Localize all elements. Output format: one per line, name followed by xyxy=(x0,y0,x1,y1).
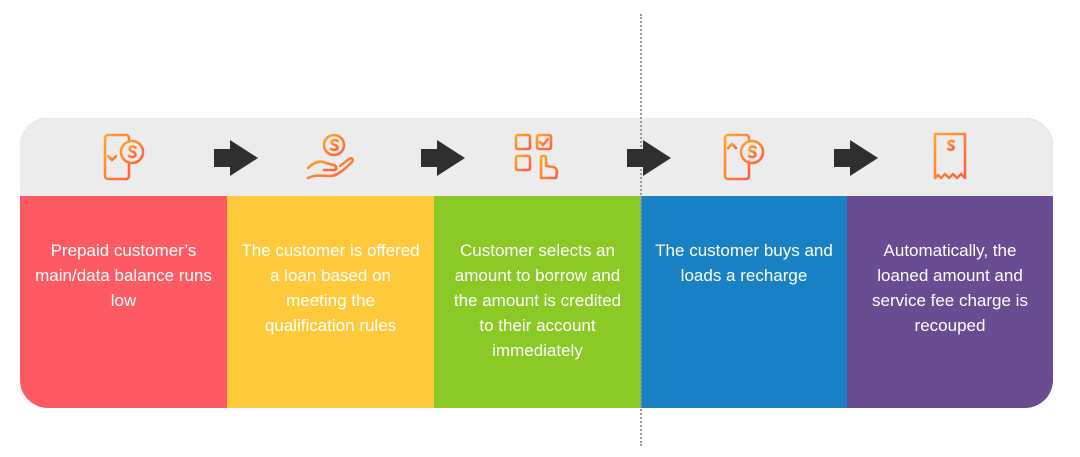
arrow-3-icon xyxy=(643,140,671,176)
step-2-text: The customer is offered a loan based on … xyxy=(241,241,420,335)
step-4-text: The customer buys and loads a recharge xyxy=(655,241,833,285)
select-grid-icon xyxy=(514,133,558,180)
phone-dollar-up-icon xyxy=(723,133,765,181)
arrow-4-icon xyxy=(850,140,878,176)
step-1-text: Prepaid customer’s main/data balance run… xyxy=(35,241,212,310)
arrow-2-shaft xyxy=(421,149,437,167)
arrow-1-shaft xyxy=(214,149,230,167)
step-5: Automatically, the loaned amount and ser… xyxy=(847,118,1053,408)
step-5-text: Automatically, the loaned amount and ser… xyxy=(872,241,1028,335)
step-3-body: Customer selects an amount to borrow and… xyxy=(434,196,641,408)
step-2-icon-band xyxy=(227,118,434,196)
step-3-icon-band xyxy=(434,118,641,196)
phone-dollar-down-icon xyxy=(103,133,144,181)
step-5-body: Automatically, the loaned amount and ser… xyxy=(847,196,1053,408)
arrow-1-icon xyxy=(230,140,258,176)
step-1-body: Prepaid customer’s main/data balance run… xyxy=(20,196,227,408)
step-5-icon-band xyxy=(847,118,1053,196)
step-1: Prepaid customer’s main/data balance run… xyxy=(20,118,227,408)
step-2: The customer is offered a loan based on … xyxy=(227,118,434,408)
arrow-2-icon xyxy=(437,140,465,176)
step-3-text: Customer selects an amount to borrow and… xyxy=(453,241,622,360)
arrow-4-shaft xyxy=(834,149,850,167)
step-2-body: The customer is offered a loan based on … xyxy=(227,196,434,408)
step-3: Customer selects an amount to borrow and… xyxy=(434,118,641,408)
step-1-icon-band xyxy=(20,118,227,196)
phase-divider-line xyxy=(640,14,642,446)
arrow-3-shaft xyxy=(627,149,643,167)
receipt-icon xyxy=(933,132,967,180)
step-4: The customer buys and loads a recharge xyxy=(641,118,847,408)
step-4-icon-band xyxy=(641,118,847,196)
step-4-body: The customer buys and loads a recharge xyxy=(641,196,847,408)
process-flow: Prepaid customer’s main/data balance run… xyxy=(20,118,1053,408)
hand-coin-icon xyxy=(306,133,354,180)
